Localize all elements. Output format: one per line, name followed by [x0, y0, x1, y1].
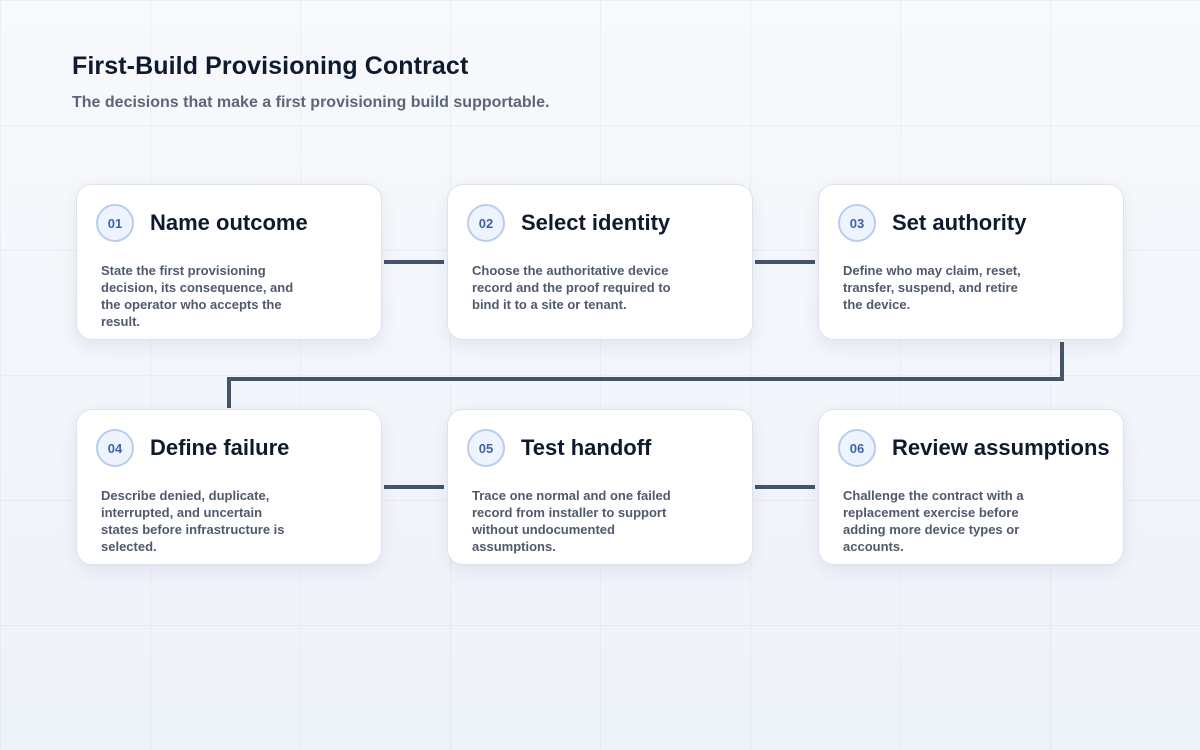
step-title: Review assumptions — [892, 435, 1110, 460]
step-title: Set authority — [892, 210, 1027, 235]
step-title: Name outcome — [150, 210, 308, 235]
connector-03-04 — [227, 342, 1064, 408]
step-description: Choose the authoritative device record a… — [472, 263, 671, 312]
step-card-01: 01 Name outcome State the first provisio… — [76, 184, 382, 340]
step-number-badge: 04 — [96, 429, 134, 467]
step-title: Define failure — [150, 435, 290, 460]
step-title: Select identity — [521, 210, 671, 235]
step-card-03: 03 Set authority Define who may claim, r… — [818, 184, 1124, 340]
step-description: Challenge the contract with a replacemen… — [843, 488, 1024, 554]
step-description: Describe denied, duplicate, interrupted,… — [101, 488, 285, 554]
step-number-badge: 02 — [467, 204, 505, 242]
page-title: First-Build Provisioning Contract — [72, 52, 469, 80]
step-number-badge: 05 — [467, 429, 505, 467]
step-number-badge: 06 — [838, 429, 876, 467]
step-description: State the first provisioning decision, i… — [101, 263, 294, 329]
step-card-05: 05 Test handoff Trace one normal and one… — [447, 409, 753, 565]
step-title: Test handoff — [521, 435, 652, 460]
step-number-badge: 03 — [838, 204, 876, 242]
step-card-06: 06 Review assumptions Challenge the cont… — [818, 409, 1124, 565]
step-card-04: 04 Define failure Describe denied, dupli… — [76, 409, 382, 565]
step-number-badge: 01 — [96, 204, 134, 242]
step-card-02: 02 Select identity Choose the authoritat… — [447, 184, 753, 340]
step-description: Define who may claim, reset, transfer, s… — [843, 263, 1021, 312]
step-description: Trace one normal and one failed record f… — [472, 488, 671, 554]
page-subtitle: The decisions that make a first provisio… — [72, 94, 550, 111]
